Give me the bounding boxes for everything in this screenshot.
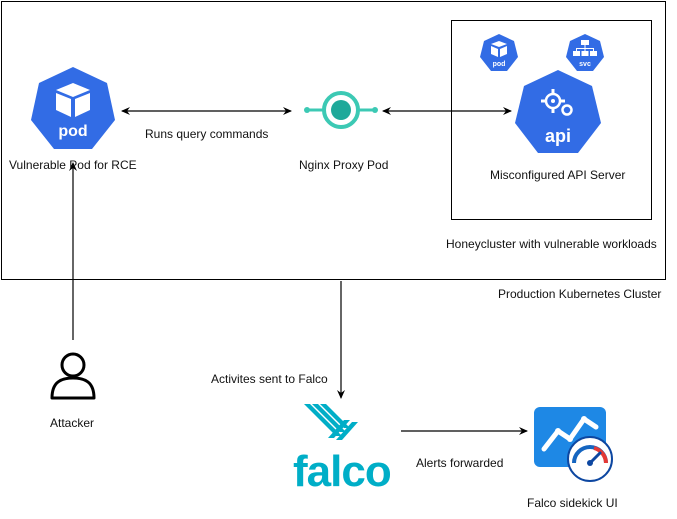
proxy-icon xyxy=(304,91,378,129)
small-pod-text: pod xyxy=(493,61,506,68)
api-icon-text: api xyxy=(545,126,571,146)
honeycluster-label: Honeycluster with vulnerable workloads xyxy=(446,237,657,251)
api-server-label: Misconfigured API Server xyxy=(490,168,626,182)
production-cluster-label: Production Kubernetes Cluster xyxy=(498,287,662,301)
falco-logo xyxy=(304,404,358,440)
vulnerable-pod-label: Vulnerable Pod for RCE xyxy=(9,158,137,172)
pod-icon: pod xyxy=(31,67,115,149)
user-icon xyxy=(50,352,96,400)
honeycluster-box xyxy=(451,20,652,220)
dashboard-icon xyxy=(534,407,613,482)
svc-icon-text: svc xyxy=(579,61,591,68)
edge-label-runs-query: Runs query commands xyxy=(145,127,269,141)
edge-label-alerts: Alerts forwarded xyxy=(416,456,504,470)
nginx-proxy-label: Nginx Proxy Pod xyxy=(299,158,389,172)
falco-wordmark: falco xyxy=(293,447,392,496)
small-pod-icon: pod xyxy=(480,34,518,71)
sidekick-label: Falco sidekick UI xyxy=(527,496,618,510)
svc-icon: svc xyxy=(566,34,604,71)
pod-icon-text: pod xyxy=(58,123,87,140)
attacker-label: Attacker xyxy=(50,416,95,430)
production-cluster-box xyxy=(1,1,666,280)
api-icon: api xyxy=(515,70,601,153)
edge-label-activities: Activites sent to Falco xyxy=(211,372,328,386)
